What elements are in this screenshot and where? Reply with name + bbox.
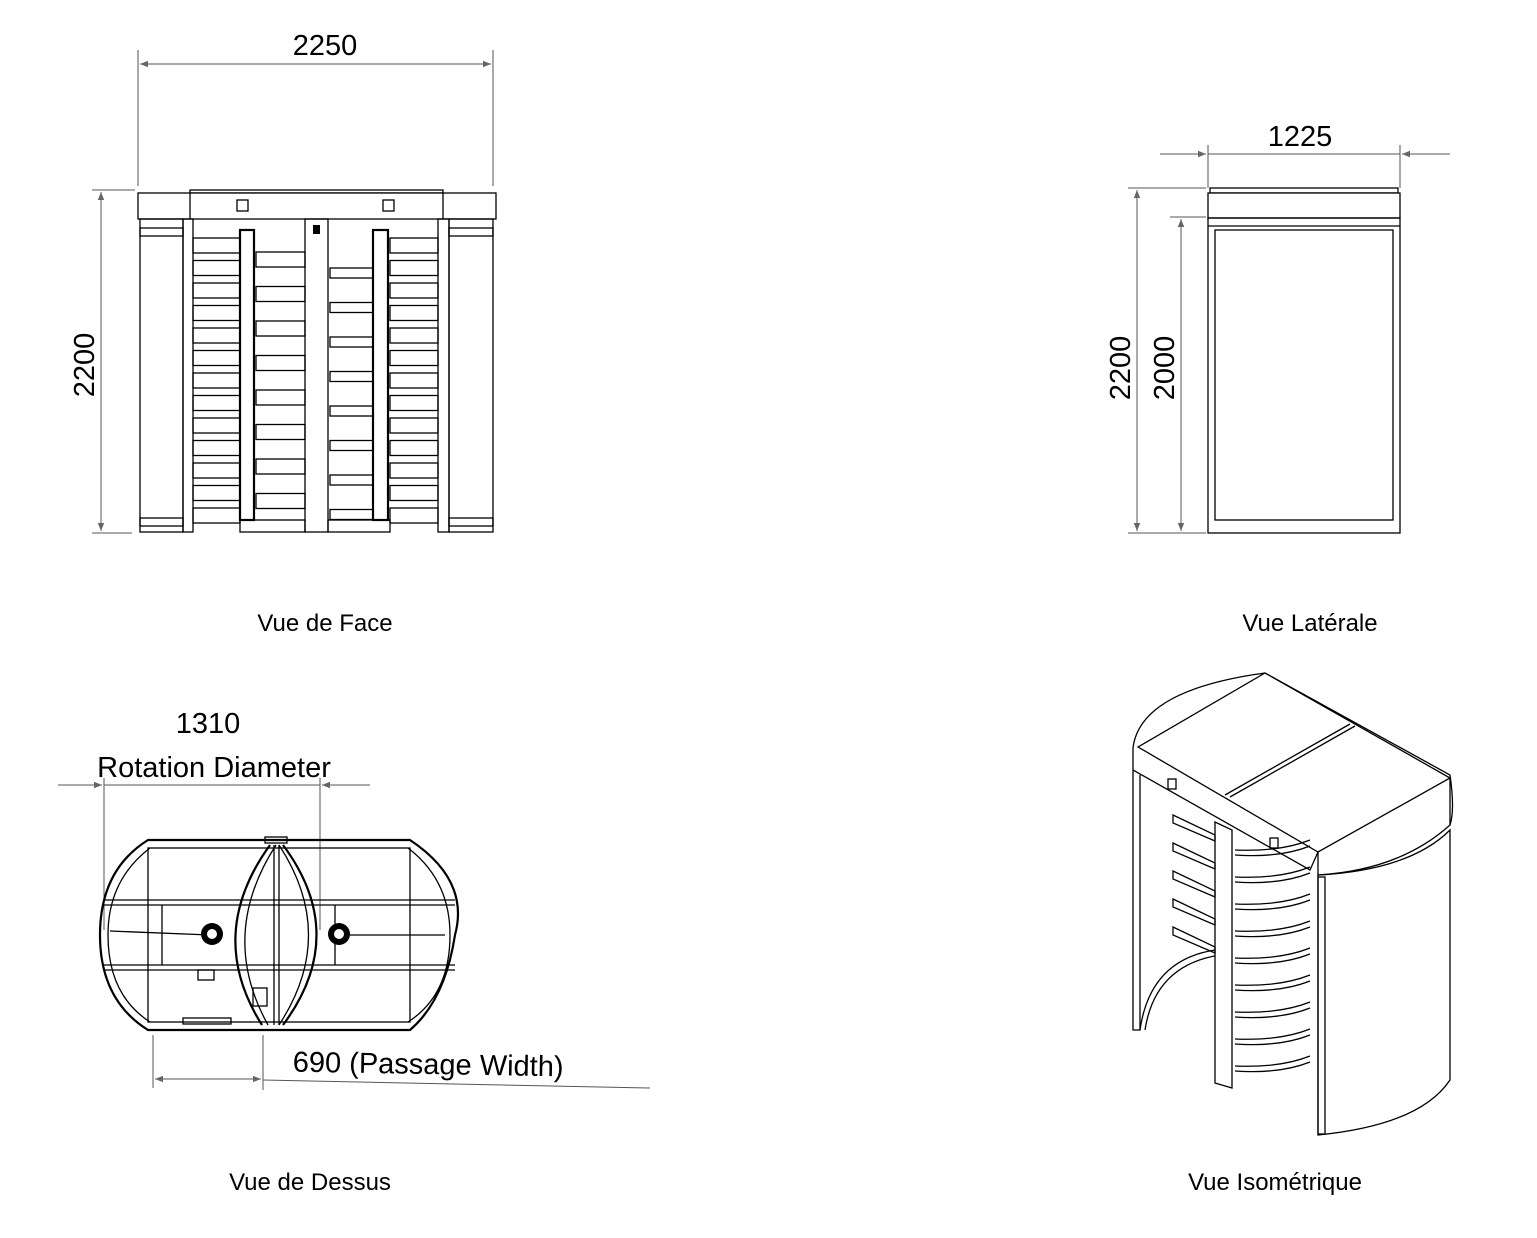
drawing-line xyxy=(389,372,439,389)
drawing-line xyxy=(255,251,306,268)
drawing-line xyxy=(1234,1055,1311,1073)
drawing-line xyxy=(255,492,306,510)
drawing-line xyxy=(192,259,241,277)
drawing-line xyxy=(192,282,241,299)
drawing-line xyxy=(255,320,306,337)
drawing-line xyxy=(389,237,439,254)
iso-view xyxy=(1132,672,1454,1136)
drawing-line xyxy=(192,394,241,412)
drawing-line xyxy=(1172,841,1216,870)
drawing-line xyxy=(1234,1001,1311,1019)
rotation-diameter-value: 1310 xyxy=(176,708,241,740)
side-inner-height-dimension: 2000 xyxy=(1149,336,1181,401)
drawing-line xyxy=(255,389,306,406)
drawing-line xyxy=(192,349,241,367)
passage-width-label: 690 (Passage Width) xyxy=(292,1047,563,1084)
drawing-line xyxy=(329,301,374,314)
drawing-line xyxy=(1172,813,1216,842)
drawing-line xyxy=(329,267,374,279)
drawing-line xyxy=(1234,893,1311,911)
drawing-line xyxy=(329,405,374,417)
drawing-line xyxy=(1234,866,1311,884)
drawing-line xyxy=(329,336,374,348)
drawing-line xyxy=(389,394,439,412)
height-dimension: 2200 xyxy=(69,333,101,398)
drawing-line xyxy=(192,484,241,502)
drawing-line xyxy=(389,349,439,367)
side-height-dimension: 2200 xyxy=(1105,336,1137,401)
drawing-line xyxy=(389,507,439,524)
drawing-line xyxy=(389,417,439,434)
drawing-line xyxy=(255,458,306,475)
drawing-line xyxy=(1172,869,1216,898)
drawing-line xyxy=(192,237,241,254)
side-view: 1225 2200 2000 xyxy=(1105,121,1450,534)
drawing-line xyxy=(389,259,439,277)
drawing-line xyxy=(1234,974,1311,992)
side-view-caption: Vue Latérale xyxy=(1242,610,1377,637)
width-dimension: 2250 xyxy=(293,30,358,62)
top-view: 1310 Rotation Diameter 69 xyxy=(58,708,651,1090)
drawing-line xyxy=(192,462,241,479)
drawing-line xyxy=(1172,925,1216,954)
front-view-caption: Vue de Face xyxy=(257,610,392,637)
drawing-line xyxy=(389,282,439,299)
drawing-line xyxy=(1234,920,1311,938)
drawing-line xyxy=(192,372,241,389)
front-bars xyxy=(192,237,439,524)
drawing-line xyxy=(329,370,374,383)
rotation-diameter-label: Rotation Diameter xyxy=(97,752,331,784)
drawing-line xyxy=(192,417,241,434)
drawing-line xyxy=(192,304,241,322)
drawing-line xyxy=(192,439,241,457)
drawing-line xyxy=(389,462,439,479)
drawing-line xyxy=(1234,839,1311,857)
drawing-line xyxy=(329,508,374,521)
drawing-line xyxy=(1234,1028,1311,1046)
drawing-line xyxy=(1234,947,1311,965)
side-width-dimension: 1225 xyxy=(1268,121,1333,153)
drawing-line xyxy=(329,439,374,452)
top-view-caption: Vue de Dessus xyxy=(229,1169,391,1196)
drawing-line xyxy=(255,354,306,372)
front-view: 2250 2200 xyxy=(69,30,497,534)
drawing-line xyxy=(1172,897,1216,926)
drawing-line xyxy=(389,484,439,502)
iso-view-caption: Vue Isométrique xyxy=(1188,1169,1362,1196)
drawing-line xyxy=(389,439,439,457)
iso-bars xyxy=(1172,813,1311,1073)
drawing-line xyxy=(255,423,306,441)
drawing-line xyxy=(192,507,241,524)
drawing-line xyxy=(329,474,374,486)
drawing-line xyxy=(389,304,439,322)
drawing-line xyxy=(255,285,306,303)
drawing-line xyxy=(389,327,439,344)
drawing-line xyxy=(192,327,241,344)
